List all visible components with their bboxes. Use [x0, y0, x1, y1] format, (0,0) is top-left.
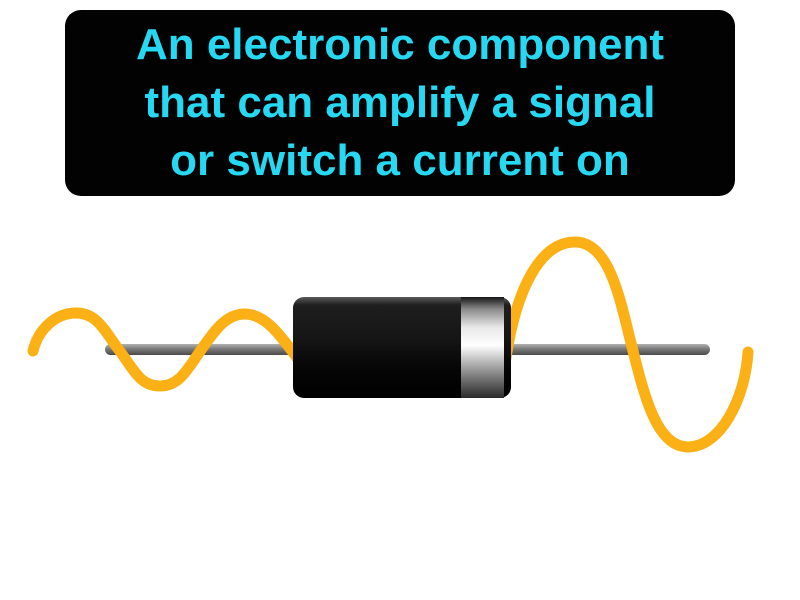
definition-line-2: that can amplify a signal [144, 78, 656, 127]
small-input-signal-wave [27, 307, 314, 392]
definition-line-1: An electronic component [135, 20, 665, 69]
definition-line-3: or switch a current on [170, 136, 630, 185]
transistor-band [461, 297, 504, 398]
definition-card: An electronic component that can amplify… [65, 10, 735, 196]
large-output-signal-wave [500, 236, 754, 453]
transistor-body [293, 297, 511, 398]
transistor-component [293, 297, 511, 398]
